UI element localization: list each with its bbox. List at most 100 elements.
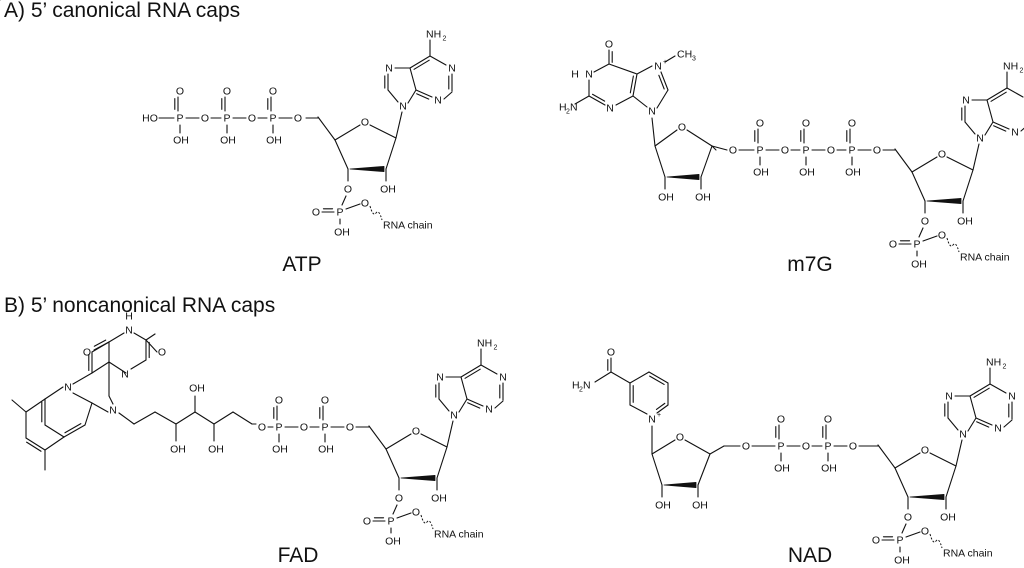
phosphorus-atom: P xyxy=(913,239,920,251)
bond xyxy=(385,433,412,450)
hydroxyl-label: OH xyxy=(334,227,350,239)
bond xyxy=(654,145,666,178)
bridging-oxygen: O xyxy=(294,113,302,125)
n9-atom: N xyxy=(399,101,407,113)
rna-chain-label: RNA chain xyxy=(434,529,484,541)
bond xyxy=(341,195,347,206)
bond xyxy=(133,411,156,425)
n1-hydrogen: H xyxy=(571,69,579,81)
bond xyxy=(91,402,109,413)
section-a-title: A) 5’ canonical RNA caps xyxy=(4,0,240,22)
bond xyxy=(972,143,980,171)
bridging-oxygen: O xyxy=(346,422,354,434)
amide-n: N xyxy=(583,380,591,392)
bond xyxy=(962,169,974,202)
amino-label-subscript: 2 xyxy=(494,345,498,352)
bond xyxy=(922,235,938,242)
phosphorus-atom: P xyxy=(848,145,855,157)
positive-charge: + xyxy=(657,412,661,419)
bond xyxy=(684,439,711,455)
phosphorus-atom: P xyxy=(896,535,903,547)
bond xyxy=(947,417,959,431)
bond xyxy=(458,398,468,413)
phosphorus-atom: P xyxy=(336,207,343,219)
bond xyxy=(946,156,974,171)
bond xyxy=(594,371,612,383)
bond xyxy=(232,411,253,425)
bond xyxy=(91,361,110,374)
ribose-2-hydroxyl: OH xyxy=(957,216,973,228)
amino-label-subscript: 2 xyxy=(443,36,447,43)
n3-hydrogen: H xyxy=(125,311,133,323)
bond xyxy=(664,55,676,63)
oxo-oxygen: O xyxy=(889,239,897,251)
n3-atom: N xyxy=(125,325,133,337)
bond xyxy=(334,139,349,170)
bond xyxy=(1020,127,1024,132)
bond xyxy=(25,398,46,413)
bond xyxy=(26,441,42,452)
bond xyxy=(460,364,482,378)
n3-atom: N xyxy=(434,95,442,107)
oxo-oxygen: O xyxy=(321,395,329,407)
ribose-3-oxygen: O xyxy=(921,216,929,228)
bridging-oxygen: O xyxy=(873,145,881,157)
bond xyxy=(407,89,417,104)
ribose-2-hydroxyl: OH xyxy=(380,184,396,196)
bond xyxy=(697,453,711,486)
bond xyxy=(429,55,447,66)
hydroxyl-label: OH xyxy=(774,463,790,475)
phosphorus-atom: P xyxy=(176,113,183,125)
oxo-oxygen: O xyxy=(223,86,231,98)
ring-oxygen: O xyxy=(938,149,946,161)
carbonyl-oxygen: O xyxy=(83,347,91,359)
hydroxyl-label: OH xyxy=(266,135,282,147)
bond xyxy=(72,372,93,385)
bond xyxy=(651,453,663,486)
n7-atom: N xyxy=(654,61,662,73)
bond xyxy=(1003,419,1013,428)
bond xyxy=(194,411,215,425)
bond xyxy=(44,436,65,451)
n9-atom: N xyxy=(959,429,967,441)
bond xyxy=(894,452,921,469)
oxo-oxygen: O xyxy=(824,414,832,426)
bond xyxy=(420,433,448,448)
bond xyxy=(574,95,590,105)
wavy-bond xyxy=(946,237,960,253)
bond xyxy=(436,446,448,479)
section-b-title: B) 5’ noncanonical RNA caps xyxy=(4,294,275,317)
bond xyxy=(108,361,127,374)
bond xyxy=(993,125,1007,132)
m7g-label: m7G xyxy=(787,253,833,276)
hydroxyl-label: OH xyxy=(799,167,815,179)
bond xyxy=(629,75,634,94)
bridging-oxygen: O xyxy=(849,441,857,453)
rna-chain-label: RNA chain xyxy=(383,220,433,232)
amino-label: H xyxy=(559,102,567,114)
bond xyxy=(969,395,977,419)
bond xyxy=(593,63,610,73)
ring-oxygen: O xyxy=(412,426,420,438)
ribose-3-hydroxyl: OH xyxy=(695,192,711,204)
bond xyxy=(25,437,46,451)
bond xyxy=(63,424,86,438)
amide-oxygen: O xyxy=(607,347,615,359)
rna-chain-label: RNA chain xyxy=(943,548,993,560)
amino-label: NH xyxy=(1003,61,1018,73)
methyl-label: CH xyxy=(677,49,692,61)
bond xyxy=(686,129,713,147)
bond xyxy=(93,341,110,351)
bond xyxy=(369,124,397,139)
bond xyxy=(368,425,387,450)
bond xyxy=(905,531,921,538)
amino-label: NH xyxy=(986,357,1001,369)
bond xyxy=(986,99,994,123)
nad-label: NAD xyxy=(788,544,832,567)
wedge-bond xyxy=(666,173,700,181)
bond xyxy=(984,121,994,136)
wavy-bond xyxy=(369,205,383,221)
bond xyxy=(929,452,957,467)
